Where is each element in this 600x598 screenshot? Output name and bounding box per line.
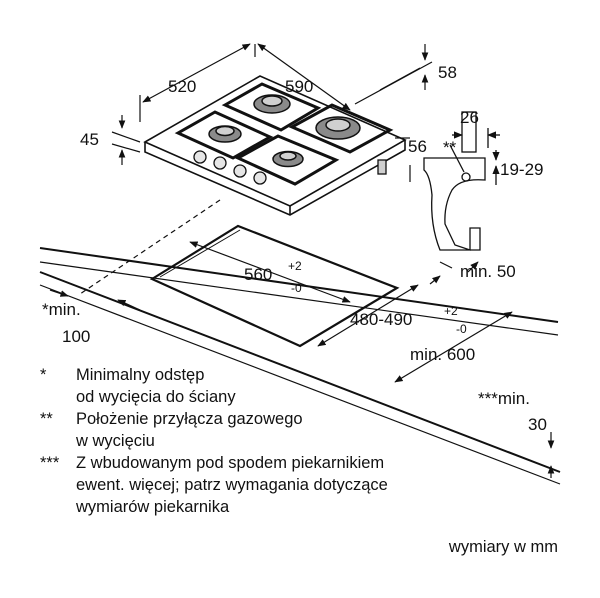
footnote-line: od wycięcia do ściany (76, 388, 236, 406)
dim-min-50: min. 50 (460, 262, 516, 281)
footnote-mark: ** (40, 410, 53, 428)
dim-cutout-width-tol-plus: +2 (288, 259, 302, 273)
dim-26: 26 (460, 108, 479, 127)
dim-min-100-label: *min. (42, 300, 81, 319)
footnote-text: Minimalny odstęp od wycięcia do ściany (76, 364, 580, 408)
dim-min-100-value: 100 (62, 327, 90, 346)
dim-gas-mark: ** (443, 138, 457, 157)
gas-connection-detail (423, 111, 500, 251)
footnote-line: w wycięciu (76, 432, 155, 450)
footnote-mark: * (40, 366, 47, 384)
footnotes: * Minimalny odstęp od wycięcia do ściany… (40, 364, 580, 518)
footnote-2: ** Położenie przyłącza gazowego w wycięc… (40, 408, 580, 452)
dim-min-600: min. 600 (410, 345, 475, 364)
footnote-1: * Minimalny odstęp od wycięcia do ściany (40, 364, 580, 408)
dim-min-30-label: ***min. (478, 389, 530, 408)
footnote-line: ewent. więcej; patrz wymagania dotyczące (76, 476, 388, 494)
footnote-3: *** Z wbudowanym pod spodem piekarnikiem… (40, 452, 580, 518)
dim-min-30-value: 30 (528, 415, 547, 434)
hob-dimension-lines (111, 43, 433, 182)
footnote-text: Z wbudowanym pod spodem piekarnikiem ewe… (76, 452, 580, 518)
dim-520: 520 (168, 77, 196, 96)
dim-58: 58 (438, 63, 457, 82)
footnote-line: Położenie przyłącza gazowego (76, 410, 303, 428)
dim-590: 590 (285, 77, 313, 96)
dim-cutout-depth-tol-minus: -0 (456, 322, 467, 336)
dim-19-29: 19-29 (500, 160, 543, 179)
units-label: wymiary w mm (448, 538, 558, 556)
footnote-mark: *** (40, 454, 60, 472)
dim-cutout-width-tol-minus: -0 (291, 281, 302, 295)
footnote-line: wymiarów piekarnika (76, 498, 230, 516)
dim-cutout-depth: 480-490 (350, 310, 412, 329)
cutout-dimension-lines (49, 241, 555, 478)
footnote-line: Minimalny odstęp (76, 366, 205, 384)
footnote-line: Z wbudowanym pod spodem piekarnikiem (76, 454, 385, 472)
dim-cutout-width: 560 (244, 265, 272, 284)
dim-45: 45 (80, 130, 99, 149)
dim-cutout-depth-tol-plus: +2 (444, 304, 458, 318)
footnote-text: Położenie przyłącza gazowego w wycięciu (76, 408, 580, 452)
control-knobs (193, 150, 387, 185)
dim-cutout-width-value: 560 (244, 265, 272, 284)
dim-56: 56 (408, 137, 427, 156)
